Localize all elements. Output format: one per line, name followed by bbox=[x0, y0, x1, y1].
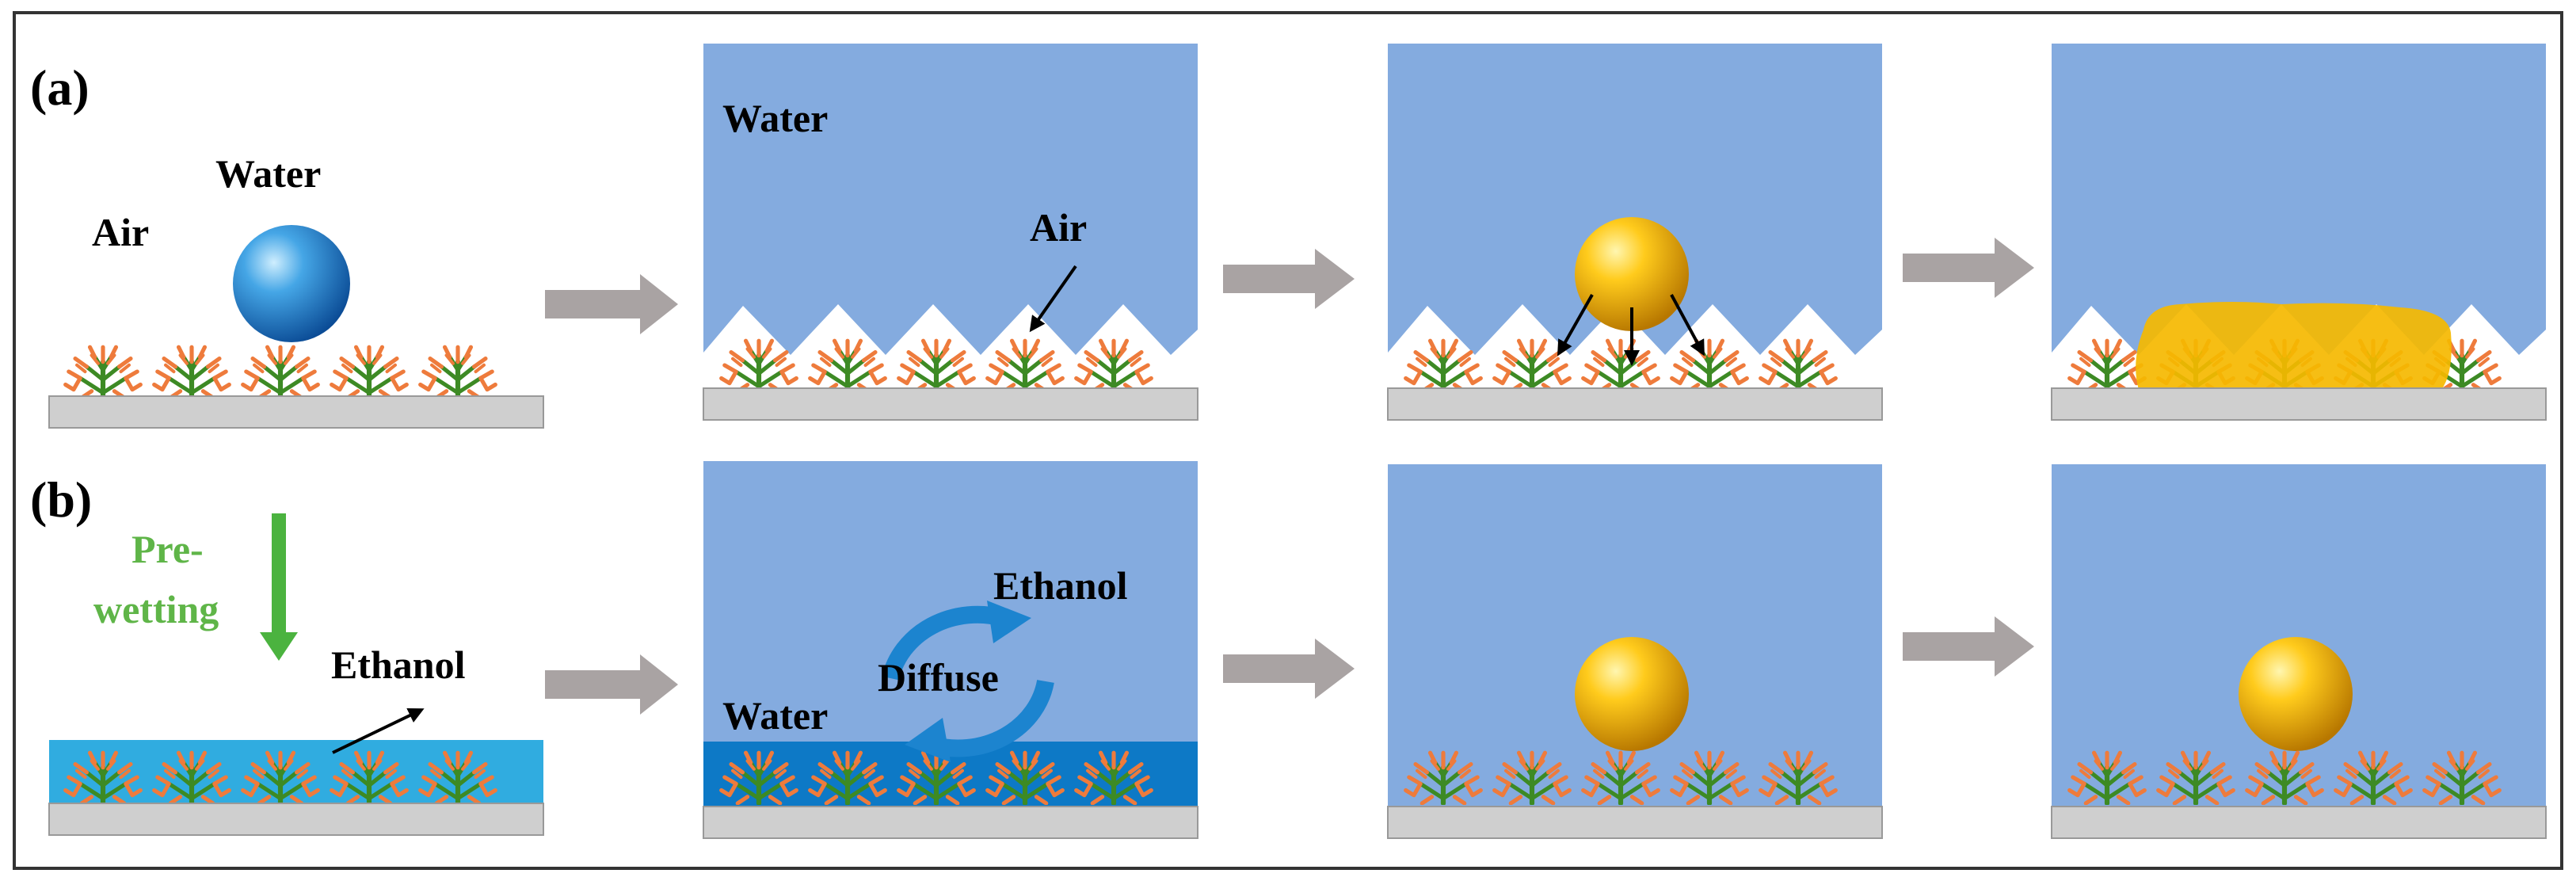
trapped-air-pockets bbox=[1388, 304, 1882, 388]
water-droplet bbox=[233, 225, 350, 342]
air-label: Air bbox=[92, 210, 149, 254]
panel-tag-b: (b) bbox=[30, 471, 92, 528]
substrate bbox=[703, 387, 1198, 421]
trapped-air-pockets bbox=[703, 304, 1198, 388]
panel-a-step3 bbox=[1387, 44, 1883, 421]
diffusion-cycle-arrow-lower bbox=[929, 679, 1054, 757]
substrate bbox=[2051, 387, 2547, 421]
panel-tag-a: (a) bbox=[30, 59, 90, 116]
trapped-air-label: Air bbox=[1030, 205, 1087, 250]
prewetting-arrow bbox=[260, 513, 298, 661]
substrate bbox=[2051, 806, 2547, 839]
oil-droplet bbox=[2239, 637, 2353, 751]
water-label: Water bbox=[722, 96, 828, 140]
panel-b-step2: Ethanol Diffuse Water bbox=[703, 461, 1198, 839]
prewetting-label-line2: wetting bbox=[93, 587, 219, 631]
panel-a-step2: Water Air bbox=[703, 44, 1198, 421]
water-droplet-label: Water bbox=[215, 151, 321, 196]
process-arrow bbox=[1223, 639, 1355, 699]
substrate bbox=[703, 806, 1198, 839]
diffusion-cycle-arrow-upper bbox=[882, 605, 1005, 681]
diffuse-label: Diffuse bbox=[878, 655, 999, 700]
air-pointer-arrow bbox=[1029, 265, 1077, 333]
water-label: Water bbox=[722, 693, 828, 738]
ethanol-pointer-arrow bbox=[332, 707, 425, 754]
oil-penetration-arrow bbox=[1670, 294, 1705, 357]
ethanol-label: Ethanol bbox=[993, 563, 1128, 608]
diffusion-cycle-arrowhead-upper bbox=[987, 601, 1031, 643]
oil-droplet bbox=[1575, 637, 1689, 751]
panel-b-step1: Pre- wetting Ethanol bbox=[48, 513, 544, 836]
process-arrow bbox=[545, 654, 678, 715]
ethanol-label: Ethanol bbox=[331, 643, 466, 687]
diffusion-cycle-arrowhead-lower bbox=[905, 718, 951, 762]
panel-b-step3 bbox=[1387, 464, 1883, 839]
oil-droplet bbox=[1575, 217, 1689, 331]
substrate bbox=[1387, 387, 1883, 421]
spread-oil-film bbox=[2136, 302, 2452, 390]
panel-b-step4 bbox=[2051, 464, 2547, 839]
substrate bbox=[48, 803, 544, 836]
prewetting-label-line1: Pre- bbox=[131, 527, 204, 571]
process-arrow bbox=[1903, 616, 2034, 677]
panel-a-step4 bbox=[2051, 44, 2547, 421]
panel-a-step1: Air Water bbox=[48, 151, 544, 429]
process-arrow bbox=[1903, 238, 2034, 298]
oil-penetration-arrow bbox=[1557, 294, 1594, 357]
substrate bbox=[48, 395, 544, 429]
process-arrow bbox=[1223, 249, 1355, 309]
process-arrow bbox=[545, 274, 678, 334]
substrate bbox=[1387, 806, 1883, 839]
